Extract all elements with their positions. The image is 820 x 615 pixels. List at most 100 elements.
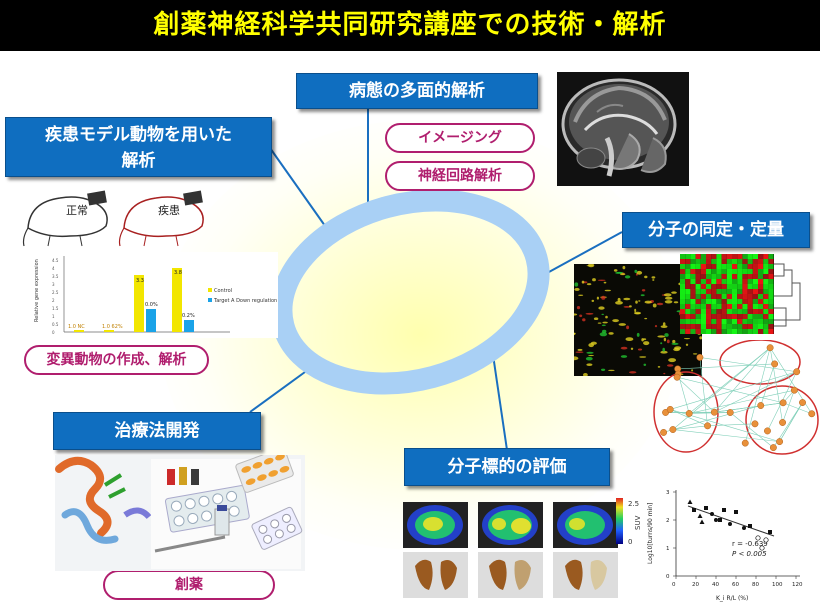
pet-scan-1 xyxy=(403,502,468,548)
heatmap-cell xyxy=(711,269,717,274)
heatmap-cell xyxy=(768,299,774,304)
bar-control-4 xyxy=(172,268,182,332)
heatmap-cell xyxy=(768,274,774,279)
heatmap-cell xyxy=(758,289,764,294)
heatmap-cell xyxy=(737,289,743,294)
gel-spot xyxy=(683,338,691,340)
box-animal: 疾患モデル動物を用いた 解析 xyxy=(5,117,272,177)
heatmap-cell xyxy=(685,289,691,294)
heatmap-cell xyxy=(763,279,769,284)
gel-spot xyxy=(652,303,657,308)
suv-colorbar: 2.5 0 SUV xyxy=(616,498,642,546)
heatmap-cell xyxy=(752,259,758,264)
network-edge xyxy=(689,412,731,414)
gel-spot xyxy=(663,372,666,375)
gel-spot xyxy=(656,302,664,306)
heatmap-cell xyxy=(716,289,722,294)
heatmap-cell xyxy=(763,314,769,319)
scatter-point xyxy=(718,518,722,522)
heatmap-cell xyxy=(695,319,701,324)
gel-spot xyxy=(651,276,656,279)
heatmap-cell xyxy=(737,309,743,314)
scatter-point xyxy=(728,522,732,526)
heatmap-cell xyxy=(732,324,738,329)
heatmap-cell xyxy=(747,299,753,304)
gel-spot xyxy=(608,369,615,372)
heatmap-cell xyxy=(690,294,696,299)
scatter-point xyxy=(714,518,718,522)
heatmap-cell xyxy=(716,294,722,299)
heatmap-cell xyxy=(732,259,738,264)
heatmap-cell xyxy=(695,314,701,319)
heatmap-cell xyxy=(700,309,706,314)
gel-spot xyxy=(586,265,594,267)
heatmap-cell xyxy=(768,324,774,329)
network-node xyxy=(710,408,718,416)
heatmap-cell xyxy=(695,264,701,269)
heatmap-cell xyxy=(758,319,764,324)
gel-spot xyxy=(597,322,602,324)
heatmap-cell xyxy=(752,289,758,294)
scatter-ytick: 3 xyxy=(666,490,670,496)
bar-control-3 xyxy=(134,275,144,332)
heatmap-cell xyxy=(726,329,732,334)
network-edge xyxy=(782,390,795,423)
scatter-point xyxy=(697,513,703,518)
heatmap-cell xyxy=(690,264,696,269)
heatmap-cell xyxy=(737,274,743,279)
heatmap-cell xyxy=(742,284,748,289)
heatmap-cell xyxy=(711,279,717,284)
heatmap-cell xyxy=(752,329,758,334)
network-node xyxy=(726,409,734,416)
network-edge xyxy=(699,357,708,426)
heatmap-cell xyxy=(737,324,743,329)
heatmap-cell xyxy=(742,279,748,284)
gel-spot xyxy=(620,346,628,350)
network-node xyxy=(769,444,777,452)
mice-illustration: 正常 疾患 xyxy=(22,190,204,247)
heatmap-cell xyxy=(726,289,732,294)
network-edge xyxy=(783,402,812,415)
gel-spot xyxy=(634,308,637,313)
heatmap-cell xyxy=(690,279,696,284)
pet-scan-3 xyxy=(553,502,618,548)
gel-spot xyxy=(575,351,584,353)
network-edge xyxy=(677,373,690,414)
heatmap-cell xyxy=(742,299,748,304)
network-edge xyxy=(714,371,797,413)
gel-spot xyxy=(673,301,679,304)
gel-spot xyxy=(601,368,606,371)
heatmap-cell xyxy=(690,319,696,324)
heatmap-cell xyxy=(763,294,769,299)
network-edge xyxy=(744,347,771,444)
heatmap-cell xyxy=(732,264,738,269)
gel-spot xyxy=(643,341,650,346)
network-edge xyxy=(688,347,771,414)
heatmap-cell xyxy=(763,319,769,324)
heatmap-cell xyxy=(752,269,758,274)
heatmap-cell xyxy=(747,294,753,299)
heatmap-cell xyxy=(721,314,727,319)
heatmap-cell xyxy=(700,284,706,289)
heatmap-cell xyxy=(721,294,727,299)
heatmap-cell xyxy=(690,314,696,319)
gel-spot xyxy=(637,348,643,351)
scatter-point xyxy=(692,508,696,512)
heatmap-cell xyxy=(768,254,774,259)
bar-ytick: 4.5 xyxy=(52,258,59,263)
heatmap-cell xyxy=(742,254,748,259)
heatmap-cell xyxy=(685,264,691,269)
scatter-point xyxy=(734,510,738,514)
heatmap-cell xyxy=(700,294,706,299)
legend-target-label: Target A Down regulation xyxy=(213,298,277,304)
heatmap-cell xyxy=(716,314,722,319)
pet-scan-2 xyxy=(478,502,543,548)
network-node xyxy=(704,422,711,430)
heatmap-cell xyxy=(706,304,712,309)
bar-ytick: 3.5 xyxy=(52,274,59,279)
legend-control-swatch xyxy=(208,288,212,292)
heatmap-cell xyxy=(685,324,691,329)
gel-spot xyxy=(588,354,595,357)
heatmap-cell xyxy=(700,314,706,319)
network-edge xyxy=(670,409,708,427)
